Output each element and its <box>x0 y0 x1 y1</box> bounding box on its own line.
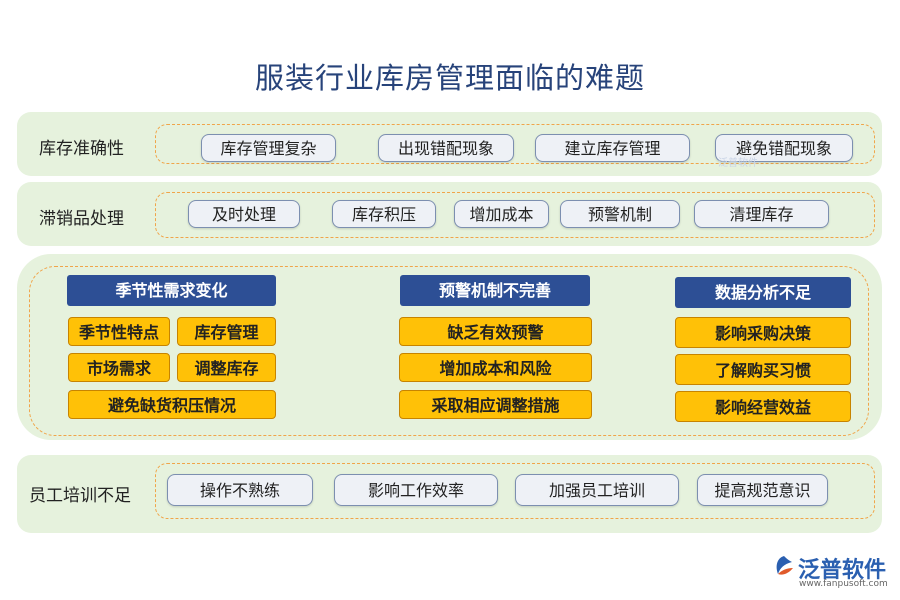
row-label: 库存准确性 <box>39 139 124 159</box>
item-pill: 出现错配现象 <box>378 134 514 162</box>
item-pill: 建立库存管理 <box>535 134 690 162</box>
analysis-item: 了解购买习惯 <box>675 354 851 385</box>
logo-text: 泛普软件 <box>798 558 887 583</box>
seasonal-item: 避免缺货积压情况 <box>68 390 276 419</box>
row-staff-training: 员工培训不足 操作不熟练 影响工作效率 加强员工培训 提高规范意识 <box>17 455 882 533</box>
header-data-analysis: 数据分析不足 <box>675 277 851 308</box>
watermark: 泛普软件 <box>718 158 758 169</box>
warning-item: 增加成本和风险 <box>399 353 592 382</box>
item-pill: 加强员工培训 <box>515 474 679 506</box>
item-pill: 清理库存 <box>694 200 829 228</box>
dashed-frame <box>155 124 875 164</box>
row-label: 滞销品处理 <box>39 209 124 229</box>
item-pill: 影响工作效率 <box>334 474 498 506</box>
dashed-frame <box>155 463 875 519</box>
seasonal-item: 调整库存 <box>177 353 276 382</box>
warning-item: 缺乏有效预警 <box>399 317 592 346</box>
header-seasonal-demand: 季节性需求变化 <box>67 275 276 306</box>
middle-panel: 季节性需求变化 季节性特点 库存管理 市场需求 调整库存 避免缺货积压情况 预警… <box>17 254 882 440</box>
row-inventory-accuracy: 库存准确性 库存管理复杂 出现错配现象 建立库存管理 避免错配现象 <box>17 112 882 176</box>
seasonal-item: 季节性特点 <box>68 317 170 346</box>
item-pill: 操作不熟练 <box>167 474 313 506</box>
item-pill: 及时处理 <box>188 200 300 228</box>
logo-url: www.fanpusoft.com <box>799 579 888 589</box>
item-pill: 增加成本 <box>454 200 549 228</box>
diagram-title: 服装行业库房管理面临的难题 <box>254 61 645 95</box>
item-pill: 库存积压 <box>332 200 436 228</box>
analysis-item: 影响采购决策 <box>675 317 851 348</box>
row-slow-moving: 滞销品处理 及时处理 库存积压 增加成本 预警机制 清理库存 <box>17 182 882 246</box>
logo-mark-icon <box>776 556 793 575</box>
item-pill: 库存管理复杂 <box>201 134 336 162</box>
item-pill: 避免错配现象 <box>715 134 853 162</box>
seasonal-item: 库存管理 <box>177 317 276 346</box>
brand-logo: 泛普软件 www.fanpusoft.com <box>772 551 892 591</box>
item-pill: 提高规范意识 <box>697 474 828 506</box>
item-pill: 预警机制 <box>560 200 680 228</box>
warning-item: 采取相应调整措施 <box>399 390 592 419</box>
analysis-item: 影响经营效益 <box>675 391 851 422</box>
seasonal-item: 市场需求 <box>68 353 170 382</box>
row-label: 员工培训不足 <box>29 486 131 506</box>
dashed-frame <box>155 192 875 238</box>
header-warning-mechanism: 预警机制不完善 <box>400 275 590 306</box>
dashed-frame <box>29 266 869 436</box>
